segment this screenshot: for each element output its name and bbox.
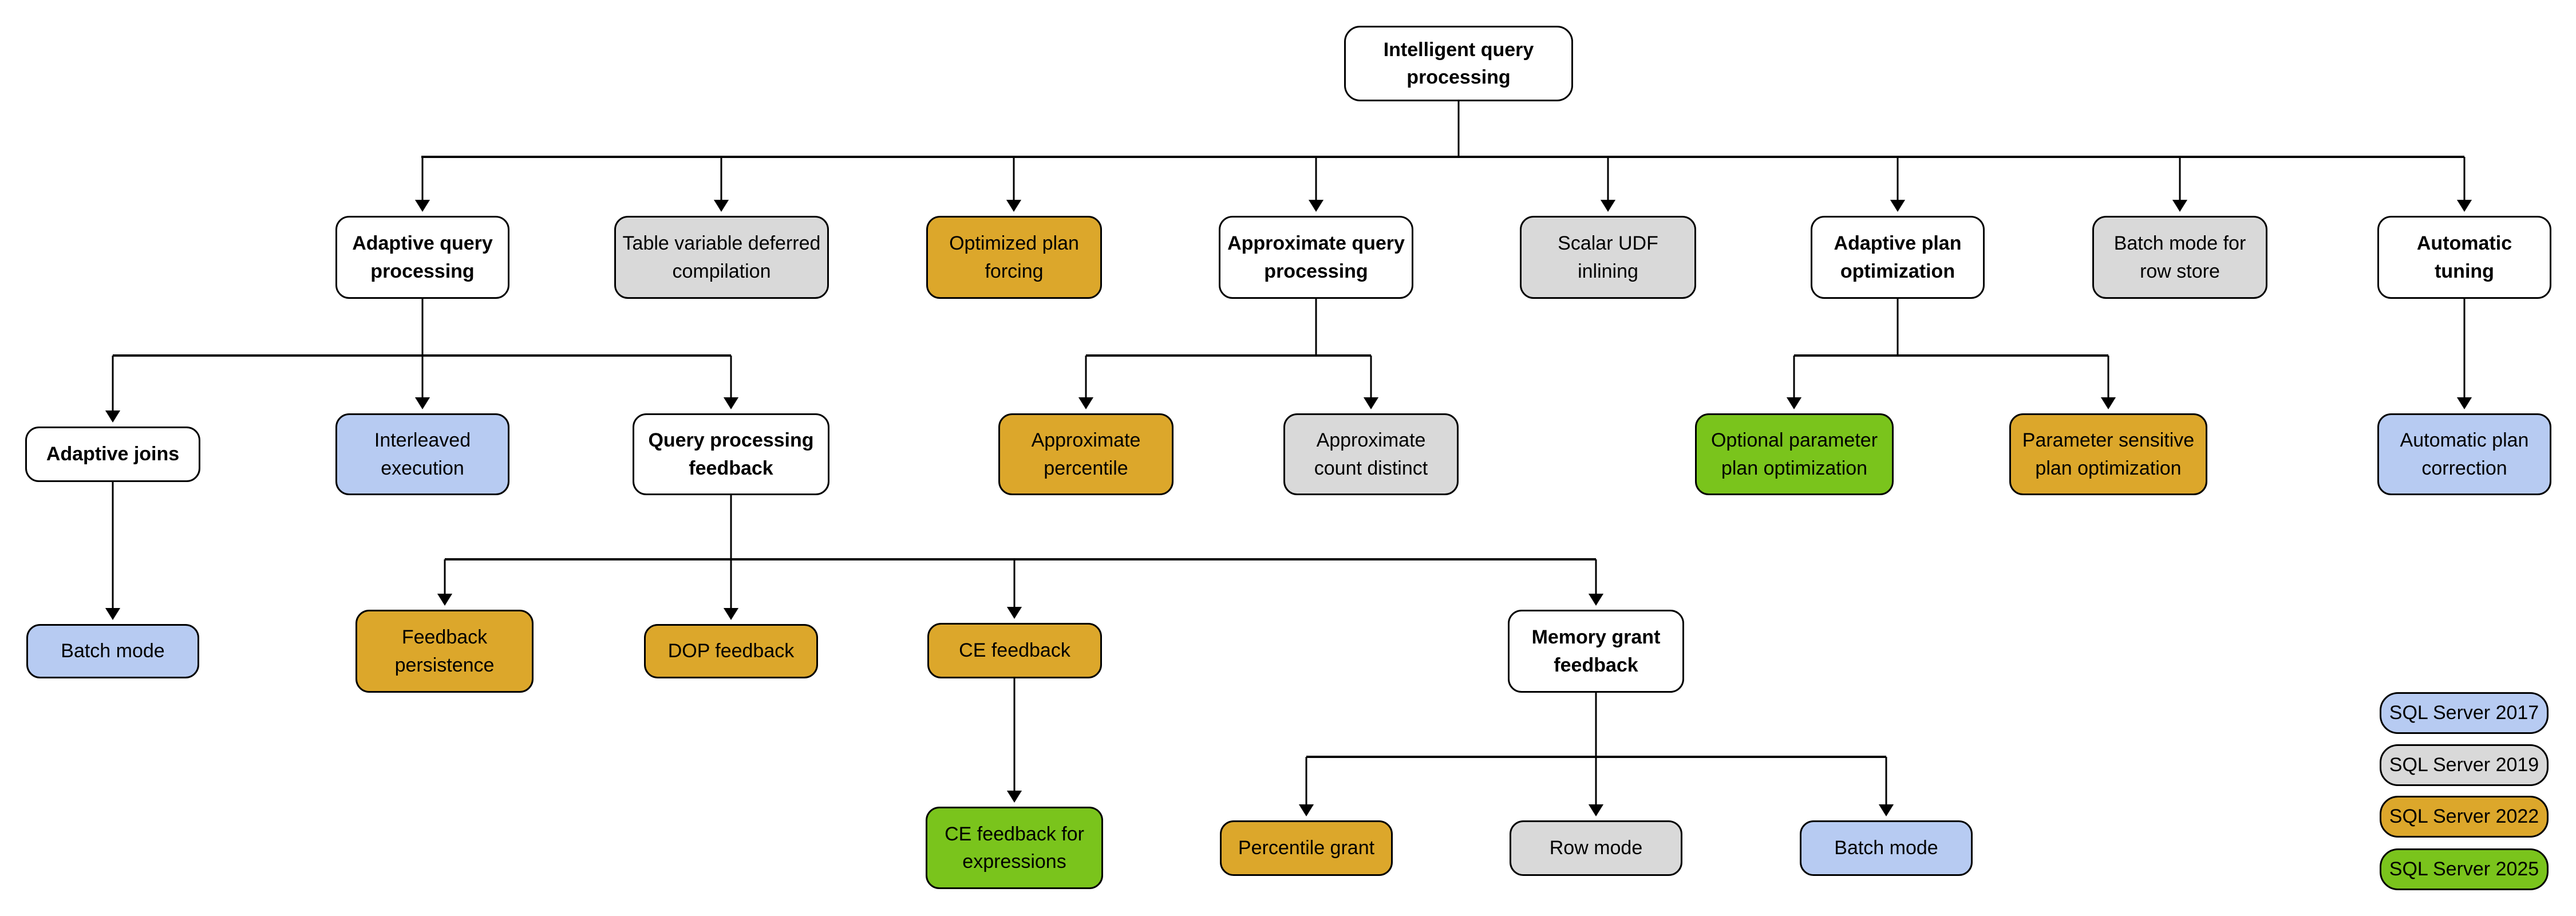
node-scalar-udf-inlining: Scalar UDF inlining — [1520, 216, 1696, 299]
node-query-processing-feedback: Query processing feedback — [633, 413, 829, 495]
node-label: Adaptive query processing — [352, 232, 493, 282]
legend-sql-server-2022: SQL Server 2022 — [2380, 796, 2549, 838]
node-batch-mode-for-row-store: Batch mode for row store — [2092, 216, 2267, 299]
node-label: Automatic plan correction — [2400, 429, 2529, 479]
node-label: Batch mode — [1834, 837, 1938, 859]
legend-label: SQL Server 2019 — [2389, 754, 2539, 776]
node-batch-mode-adaptive-joins: Batch mode — [26, 624, 199, 678]
legend-label: SQL Server 2022 — [2389, 806, 2539, 827]
node-table-variable-deferred-compilation: Table variable deferred compilation — [614, 216, 829, 299]
node-label: Parameter sensitive plan optimization — [2022, 429, 2195, 479]
node-batch-mode-memory-grant: Batch mode — [1800, 820, 1973, 876]
node-label: Optional parameter plan optimization — [1710, 429, 1878, 479]
node-label: Interleaved execution — [374, 429, 471, 479]
legend-label: SQL Server 2025 — [2389, 858, 2539, 880]
node-interleaved-execution: Interleaved execution — [335, 413, 509, 495]
node-label: Adaptive joins — [46, 443, 180, 465]
node-adaptive-plan-optimization: Adaptive plan optimization — [1811, 216, 1985, 299]
node-label: Approximate count distinct — [1314, 429, 1428, 479]
node-dop-feedback: DOP feedback — [644, 624, 818, 678]
node-label: Batch mode for row store — [2113, 232, 2246, 282]
node-optional-parameter-plan-optimization: Optional parameter plan optimization — [1695, 413, 1894, 495]
node-feedback-persistence: Feedback persistence — [355, 610, 534, 693]
node-percentile-grant: Percentile grant — [1220, 820, 1393, 876]
node-label: Scalar UDF inlining — [1558, 232, 1658, 282]
node-ce-feedback-for-expressions: CE feedback for expressions — [926, 807, 1103, 889]
node-label: Row mode — [1549, 837, 1643, 859]
node-label: Optimized plan forcing — [949, 232, 1079, 282]
node-adaptive-joins: Adaptive joins — [25, 427, 200, 482]
legend-sql-server-2019: SQL Server 2019 — [2380, 744, 2549, 786]
node-approximate-query-processing: Approximate query processing — [1219, 216, 1413, 299]
node-label: Table variable deferred compilation — [622, 232, 821, 282]
node-label: Approximate query processing — [1227, 232, 1405, 282]
node-memory-grant-feedback: Memory grant feedback — [1508, 610, 1684, 693]
node-label: Intelligent query processing — [1383, 38, 1534, 88]
node-label: Feedback persistence — [394, 626, 495, 676]
node-intelligent-query-processing: Intelligent query processing — [1344, 26, 1573, 101]
node-label: Approximate percentile — [1031, 429, 1141, 479]
legend-sql-server-2025: SQL Server 2025 — [2380, 848, 2549, 890]
node-label: Memory grant feedback — [1531, 626, 1661, 676]
node-label: Batch mode — [61, 640, 165, 662]
node-label: DOP feedback — [667, 640, 795, 662]
node-automatic-tuning: Automatic tuning — [2377, 216, 2551, 299]
node-label: Percentile grant — [1238, 837, 1375, 859]
node-approximate-percentile: Approximate percentile — [998, 413, 1174, 495]
legend-sql-server-2017: SQL Server 2017 — [2380, 692, 2549, 734]
node-adaptive-query-processing: Adaptive query processing — [335, 216, 509, 299]
node-label: CE feedback for expressions — [945, 823, 1084, 872]
node-ce-feedback: CE feedback — [927, 623, 1102, 678]
node-optimized-plan-forcing: Optimized plan forcing — [926, 216, 1102, 299]
node-label: Automatic tuning — [2416, 232, 2512, 282]
node-parameter-sensitive-plan-optimization: Parameter sensitive plan optimization — [2009, 413, 2207, 495]
legend-label: SQL Server 2017 — [2389, 702, 2539, 724]
node-approximate-count-distinct: Approximate count distinct — [1283, 413, 1459, 495]
node-label: CE feedback — [959, 639, 1070, 662]
node-automatic-plan-correction: Automatic plan correction — [2377, 413, 2551, 495]
node-label: Query processing feedback — [648, 429, 814, 479]
node-row-mode: Row mode — [1510, 820, 1682, 876]
node-label: Adaptive plan optimization — [1834, 232, 1962, 282]
